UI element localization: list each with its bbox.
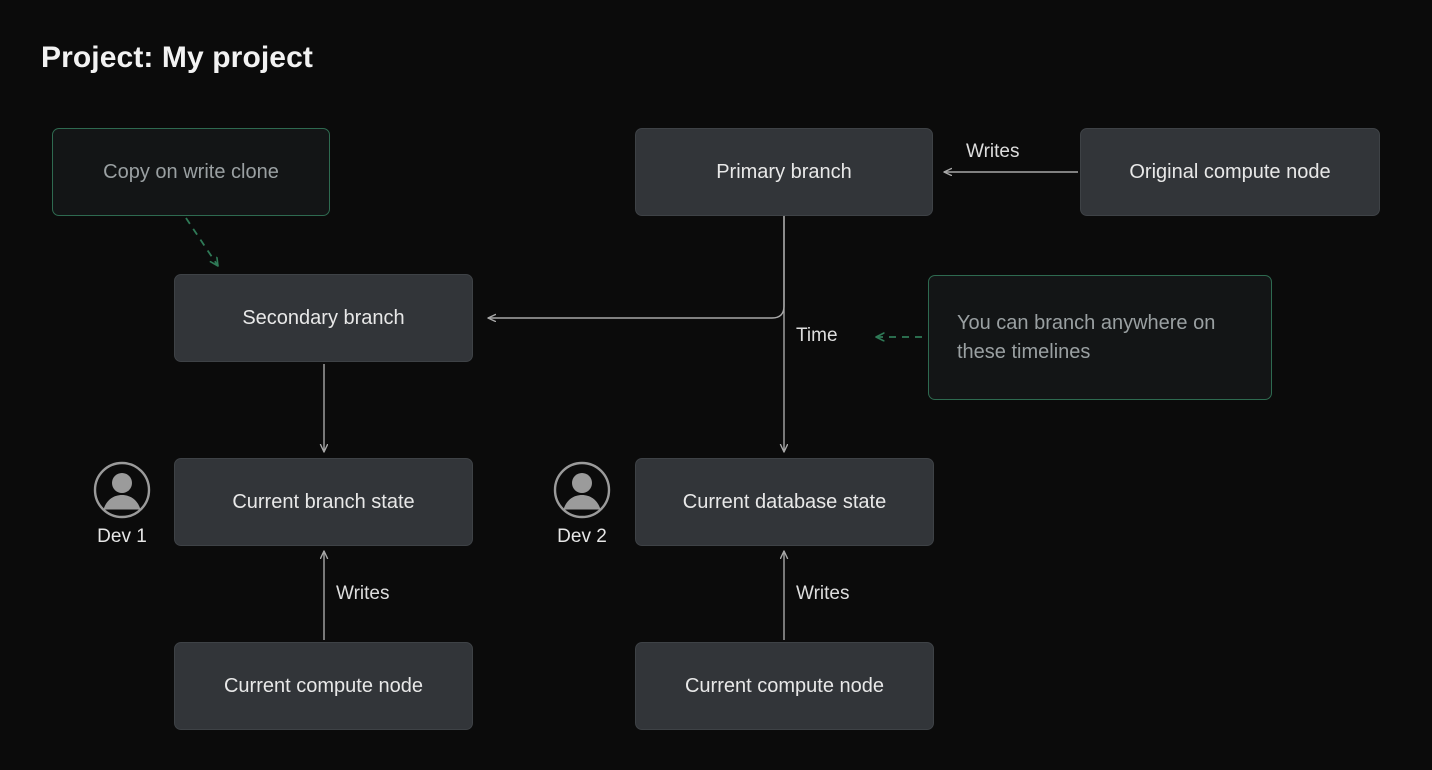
node-secondary-branch[interactable]: Secondary branch xyxy=(174,274,473,362)
node-current-compute-node-left[interactable]: Current compute node xyxy=(174,642,473,730)
node-primary-branch[interactable]: Primary branch xyxy=(635,128,933,216)
node-current-compute-node-right[interactable]: Current compute node xyxy=(635,642,934,730)
edge-label-writes-left: Writes xyxy=(336,583,390,604)
user-avatar-icon xyxy=(92,460,152,520)
page-title: Project: My project xyxy=(41,41,313,74)
avatar-dev-2[interactable]: Dev 2 xyxy=(552,460,612,548)
avatar-label-dev-2: Dev 2 xyxy=(557,526,607,547)
edge-primary-to-secondary xyxy=(488,216,785,318)
edge-copy-on-write-to-secondary xyxy=(185,217,218,266)
node-current-branch-state[interactable]: Current branch state xyxy=(174,458,473,546)
node-copy-on-write-clone[interactable]: Copy on write clone xyxy=(52,128,330,216)
avatar-dev-1[interactable]: Dev 1 xyxy=(92,460,152,548)
edge-label-writes-top: Writes xyxy=(966,141,1020,162)
edge-label-time: Time xyxy=(796,325,838,346)
node-branch-anywhere-note[interactable]: You can branch anywhere on these timelin… xyxy=(928,275,1272,400)
edge-label-writes-right: Writes xyxy=(796,583,850,604)
user-avatar-icon xyxy=(552,460,612,520)
node-current-database-state[interactable]: Current database state xyxy=(635,458,934,546)
avatar-label-dev-1: Dev 1 xyxy=(97,526,147,547)
node-original-compute-node[interactable]: Original compute node xyxy=(1080,128,1380,216)
